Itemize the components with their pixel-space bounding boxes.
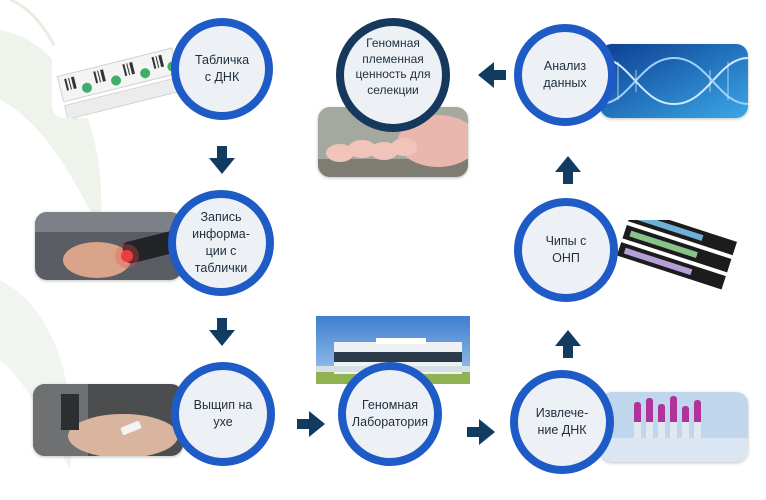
node-genomic-line-1: Геномная [366, 36, 420, 50]
node-dna-tag-line-1: Табличка [194, 53, 250, 68]
node-genomic-breeding-value: Геномная племенная ценность для селекции [336, 18, 450, 132]
arrow-down-2 [209, 318, 235, 346]
node-ear-punch-line-2: ухе [213, 415, 233, 429]
node-genomic-line-4: селекции [367, 82, 419, 97]
scanner-photo [35, 212, 182, 280]
node-dna-tag-line-2: с ДНК [204, 70, 240, 84]
node-extract-line-1: Извлече- [535, 406, 589, 421]
node-ear-punch-line-1: Выщип на [193, 398, 253, 413]
node-record-line-4: таблички [194, 260, 248, 275]
node-analysis-line-1: Анализ [543, 59, 587, 74]
node-genomic-line-3: ценность для [355, 67, 431, 82]
ear-sample-photo [33, 384, 183, 456]
node-ear-punch: Выщип на ухе [171, 362, 275, 466]
snp-chips-photo [606, 220, 748, 290]
arrow-right-2 [467, 419, 495, 445]
node-analysis-line-2: данных [543, 76, 587, 90]
node-chips-line-1: Чипы с [545, 234, 587, 249]
node-data-analysis: Анализ данных [514, 24, 616, 126]
node-lab-line-2: Лаборатория [351, 415, 429, 429]
arrow-up-2 [555, 156, 581, 184]
node-lab-line-1: Геномная [362, 398, 418, 413]
arrow-right-1 [297, 411, 325, 437]
arrow-left-1 [478, 62, 506, 88]
node-record-line-1: Запись [200, 210, 242, 225]
node-record-info: Запись информа- ции с таблички [168, 190, 274, 296]
node-snp-chips: Чипы с ОНП [514, 198, 618, 302]
node-record-line-2: информа- [192, 227, 250, 242]
node-genomic-line-2: племенная [362, 51, 424, 66]
test-tubes-photo [600, 392, 748, 462]
node-dna-extraction: Извлече- ние ДНК [510, 370, 614, 474]
node-extract-line-2: ние ДНК [537, 423, 587, 437]
node-genomic-lab: Геномная Лаборатория [338, 362, 442, 466]
node-dna-tag: Табличка с ДНК [171, 18, 273, 120]
arrow-down-1 [209, 146, 235, 174]
node-chips-line-2: ОНП [552, 251, 580, 265]
arrow-up-1 [555, 330, 581, 358]
node-record-line-3: ции с [205, 244, 237, 258]
dna-helix-photo [600, 44, 748, 118]
dna-tags-photo [52, 40, 184, 118]
